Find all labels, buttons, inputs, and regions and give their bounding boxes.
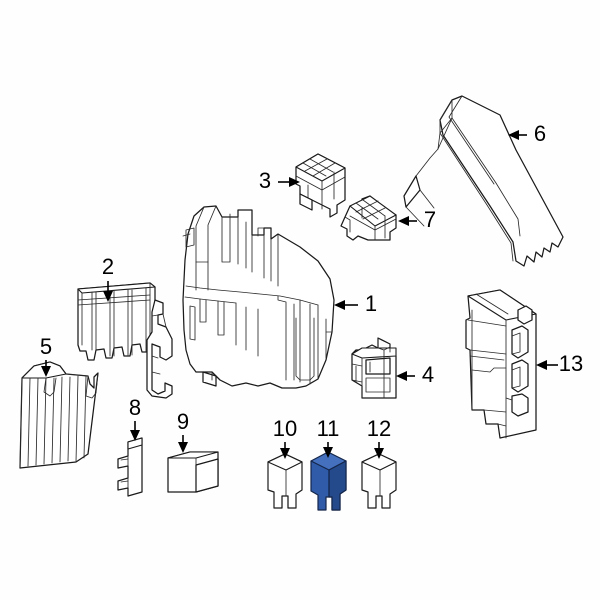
part-6-fuse-box-lid[interactable] bbox=[403, 95, 564, 267]
callout-4[interactable]: 4 bbox=[396, 362, 434, 387]
part-2-side-bracket-panel[interactable] bbox=[77, 282, 173, 399]
callouts-layer: 1 2 3 4 bbox=[40, 121, 583, 459]
part-7-angled-connector-block[interactable] bbox=[340, 195, 397, 241]
callout-5[interactable]: 5 bbox=[40, 334, 52, 377]
part-4-lower-connector-block[interactable] bbox=[351, 337, 397, 399]
callout-10[interactable]: 10 bbox=[273, 416, 297, 459]
part-5-ribbed-cover-panel[interactable] bbox=[19, 361, 99, 469]
callout-1-label: 1 bbox=[365, 291, 377, 316]
callout-12[interactable]: 12 bbox=[367, 416, 391, 459]
callout-9[interactable]: 9 bbox=[177, 409, 189, 453]
callout-3-label: 3 bbox=[259, 168, 271, 193]
callout-4-label: 4 bbox=[422, 362, 434, 387]
part-9-fuse-block[interactable] bbox=[167, 451, 219, 493]
callout-1[interactable]: 1 bbox=[334, 291, 377, 316]
callout-13-label: 13 bbox=[559, 351, 583, 376]
part-8-retaining-clip[interactable] bbox=[117, 437, 143, 497]
callout-6[interactable]: 6 bbox=[508, 121, 546, 146]
part-11-relay-highlighted[interactable] bbox=[310, 451, 347, 511]
callout-13[interactable]: 13 bbox=[536, 351, 583, 376]
part-1-fuse-box-housing[interactable] bbox=[182, 205, 335, 389]
callout-12-label: 12 bbox=[367, 416, 391, 441]
callout-8-label: 8 bbox=[129, 395, 141, 420]
callout-8[interactable]: 8 bbox=[129, 395, 141, 441]
callout-7[interactable]: 7 bbox=[398, 207, 436, 232]
part-13-control-module[interactable] bbox=[465, 289, 537, 439]
callout-6-label: 6 bbox=[534, 121, 546, 146]
part-12-relay[interactable] bbox=[361, 453, 397, 509]
callout-2-label: 2 bbox=[102, 254, 114, 279]
callout-11-label: 11 bbox=[317, 416, 340, 441]
callout-2[interactable]: 2 bbox=[102, 254, 114, 302]
part-10-relay[interactable] bbox=[267, 453, 303, 509]
callout-7-label: 7 bbox=[424, 207, 436, 232]
callout-5-label: 5 bbox=[40, 334, 52, 359]
callout-10-label: 10 bbox=[273, 416, 297, 441]
callout-3[interactable]: 3 bbox=[259, 168, 300, 193]
callout-11[interactable]: 11 bbox=[317, 416, 340, 458]
callout-9-label: 9 bbox=[177, 409, 189, 434]
part-3-upper-connector-block[interactable] bbox=[295, 153, 346, 218]
